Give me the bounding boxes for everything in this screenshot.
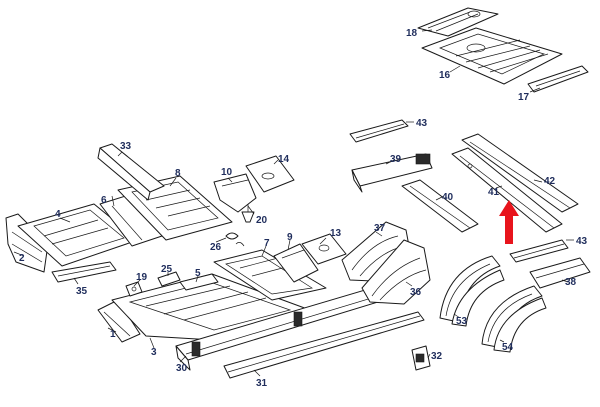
callout-32: 32 <box>431 351 443 362</box>
callout-9: 9 <box>287 232 293 243</box>
callout-53: 53 <box>456 316 468 327</box>
callout-5: 5 <box>195 268 201 279</box>
callout-30: 30 <box>176 363 188 374</box>
part-26-clip <box>225 232 245 247</box>
part-40-longitudinal-member <box>401 179 479 233</box>
callout-41: 41 <box>488 187 500 198</box>
part-53-wheel-house-front <box>439 255 505 327</box>
callout-40: 40 <box>442 192 454 203</box>
part-36-sill-extension <box>361 239 431 305</box>
part-39-inner-rail-section <box>351 153 433 193</box>
callout-26: 26 <box>210 242 222 253</box>
part-18-rear-floor-section <box>417 7 499 37</box>
callout-42: 42 <box>544 176 556 187</box>
part-25-small-plate <box>157 271 181 287</box>
callout-10: 10 <box>221 167 233 178</box>
callout-4: 4 <box>55 209 61 220</box>
part-9-support-bracket <box>273 243 319 283</box>
part-16-rear-floor-pan <box>421 27 563 85</box>
callout-37: 37 <box>374 223 386 234</box>
callout-labels: 1 2 3 4 5 6 7 8 9 10 13 14 16 17 18 19 2… <box>19 28 588 389</box>
part-13-mount-plate <box>301 233 347 265</box>
callout-38: 38 <box>565 277 577 288</box>
part-20-grommet <box>241 204 255 223</box>
part-32-mounting-bracket <box>411 345 431 371</box>
part-2-front-footwell-panel <box>5 213 49 273</box>
callout-3: 3 <box>151 347 157 358</box>
callout-8: 8 <box>175 168 181 179</box>
part-43-top-cover-strip <box>349 119 409 143</box>
callout-18: 18 <box>406 28 418 39</box>
part-5-floor-brace <box>179 273 219 291</box>
callout-25: 25 <box>161 264 173 275</box>
callout-43-lower: 43 <box>576 236 588 247</box>
callout-7: 7 <box>264 238 270 249</box>
callout-13: 13 <box>330 228 342 239</box>
callout-16: 16 <box>439 70 451 81</box>
callout-35: 35 <box>76 286 88 297</box>
callout-19: 19 <box>136 272 148 283</box>
callout-36: 36 <box>410 287 422 298</box>
callout-33: 33 <box>120 141 132 152</box>
part-38-rear-rail-end <box>529 257 591 289</box>
part-19-bracket <box>125 281 143 297</box>
part-14-mount-bracket <box>245 155 295 193</box>
part-41-rear-side-rail <box>451 147 563 233</box>
part-54-wheel-house-rear <box>481 285 547 353</box>
callout-39: 39 <box>390 154 402 165</box>
callout-31: 31 <box>256 378 268 389</box>
callout-14: 14 <box>278 154 290 165</box>
part-17-rear-crossmember <box>527 65 589 93</box>
callout-6: 6 <box>101 195 107 206</box>
part-42-rear-outer-rail <box>461 133 579 213</box>
callout-17: 17 <box>518 92 530 103</box>
part-4-front-floor-pan-left <box>17 203 139 267</box>
part-33-front-crossmember <box>97 143 165 201</box>
callout-1: 1 <box>110 329 116 340</box>
callout-2: 2 <box>19 253 25 264</box>
part-35-seat-crossmember <box>51 261 117 283</box>
part-43-lower-cover-strip <box>509 239 569 263</box>
part-31-outer-sill-panel <box>223 311 425 379</box>
callout-54: 54 <box>502 342 514 353</box>
callout-20: 20 <box>256 215 268 226</box>
part-10-bracket <box>213 173 257 213</box>
leader-lines <box>13 29 574 377</box>
red-arrow-pointer <box>499 200 519 244</box>
callout-43-upper: 43 <box>416 118 428 129</box>
